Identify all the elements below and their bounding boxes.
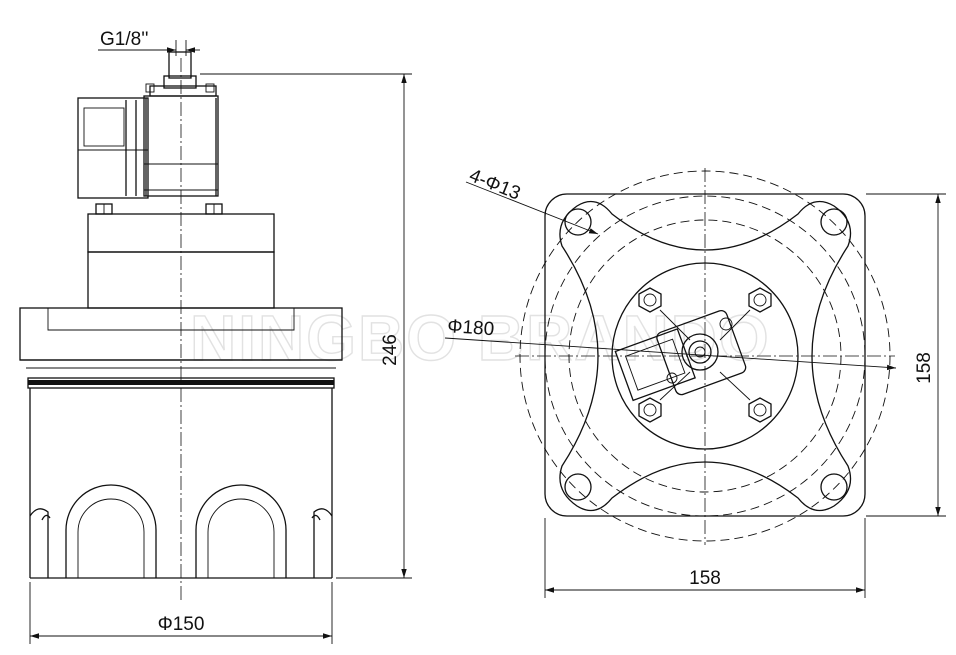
watermark-text: NINGBO BRANDO xyxy=(190,302,771,374)
inner-dashed-circle xyxy=(568,219,842,493)
holes-leader: 4-Φ13 xyxy=(465,165,599,235)
flange xyxy=(19,307,343,369)
thread-dimension: G1/8'' xyxy=(98,29,200,56)
mounting-holes xyxy=(564,208,848,501)
pilot-outer-ring xyxy=(681,333,719,371)
bonnet-bolts xyxy=(638,287,772,423)
pilot-body-top xyxy=(656,309,747,396)
valve-body xyxy=(95,95,223,215)
diameter-label-150: Φ150 xyxy=(158,614,205,635)
pilot-inner-ring xyxy=(688,340,712,364)
height-label-246: 246 xyxy=(380,334,401,366)
lower-body xyxy=(29,388,333,579)
width-label-158: 158 xyxy=(689,568,721,589)
small-port-icon xyxy=(719,317,733,331)
hole-icon xyxy=(564,208,592,236)
square-flange xyxy=(544,193,866,517)
solenoid-coil xyxy=(77,97,149,199)
outer-dashed-circle xyxy=(519,170,891,542)
height-dimension-top: 158 xyxy=(866,193,946,517)
thread-label: G1/8'' xyxy=(100,29,148,50)
o-ring xyxy=(27,377,335,389)
width-dimension-top: 158 xyxy=(544,518,866,598)
side-view: G1/8'' 246 Φ150 xyxy=(19,29,412,644)
lobed-plate xyxy=(559,200,852,512)
bonnet-circle xyxy=(611,262,799,450)
bonnet-cross xyxy=(659,309,751,401)
solenoid-block-top xyxy=(614,328,696,402)
top-view: 4-Φ13 Φ180 158 158 xyxy=(444,165,946,598)
bolt-icon xyxy=(748,397,772,423)
height-dimension-side: 246 xyxy=(200,73,412,579)
bolt-icon xyxy=(638,397,662,423)
diameter-dimension-side: Φ150 xyxy=(29,582,333,644)
bolt-icon xyxy=(638,287,662,313)
pilot-core xyxy=(694,346,706,358)
hole-icon xyxy=(820,208,848,236)
bolt-circle-leader: Φ180 xyxy=(444,316,897,371)
small-port-icon xyxy=(666,372,678,384)
hole-icon xyxy=(564,473,592,501)
bolt-circle-label: Φ180 xyxy=(447,316,495,340)
bolt-icon xyxy=(748,287,772,313)
holes-label: 4-Φ13 xyxy=(466,165,523,204)
height-label-158: 158 xyxy=(914,352,935,384)
hole-icon xyxy=(820,473,848,501)
